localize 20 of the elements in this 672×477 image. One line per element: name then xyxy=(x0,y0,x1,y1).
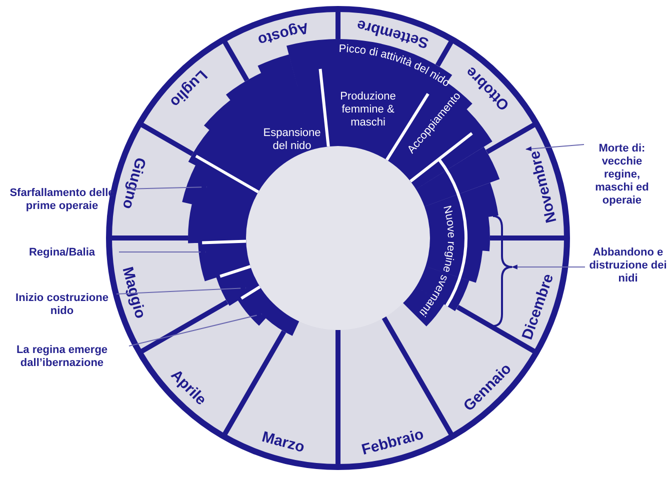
callout-label: Regina/Balia xyxy=(7,246,117,260)
callout-label: Abbandono e distruzione dei nidi xyxy=(587,246,669,286)
leader-line xyxy=(525,144,584,152)
month-label: Novembre xyxy=(526,149,560,224)
callout-label: La regina emerge dall’ibernazione xyxy=(0,344,127,370)
leader-line xyxy=(116,286,247,294)
leader-line xyxy=(126,184,208,190)
curly-brace xyxy=(492,215,513,327)
month-label: Maggio xyxy=(118,265,149,320)
month-label: Agosto xyxy=(256,18,310,49)
month-label: Marzo xyxy=(260,428,306,456)
month-label: Giugno xyxy=(118,156,149,211)
callout-label: Inizio costruzione nido xyxy=(10,292,114,318)
phase-label: Produzione femmine & maschi xyxy=(328,90,408,130)
leader-line xyxy=(128,312,263,346)
phase-label: Espansione del nido xyxy=(261,127,323,153)
month-label: Febbraio xyxy=(360,426,426,459)
callout-label: Morte di: vecchie regine, maschi ed operaie xyxy=(586,142,658,208)
leader-line xyxy=(118,250,207,254)
leader-line xyxy=(511,264,586,270)
